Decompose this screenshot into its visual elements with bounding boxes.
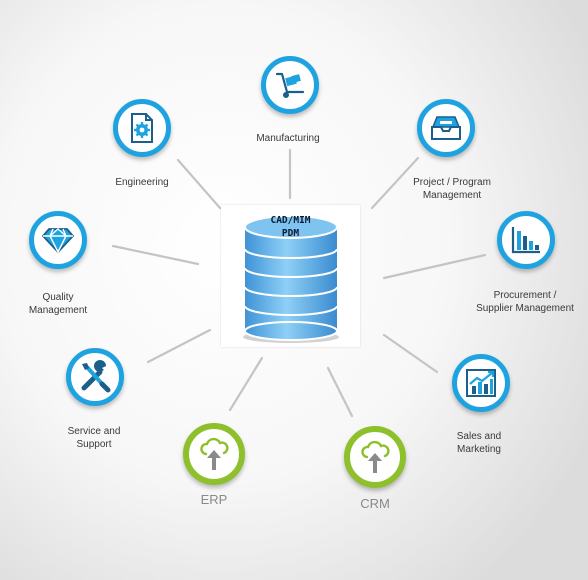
manufacturing-label: Manufacturing [256, 133, 320, 144]
procurement-label: Procurement / Supplier Management [476, 290, 574, 314]
bar-chart-icon [511, 227, 540, 254]
project-management-node[interactable] [417, 99, 475, 157]
connector-quality [111, 244, 200, 266]
service-support-label: Service and Support [67, 426, 121, 450]
connector-engineering [176, 158, 222, 210]
crm-label: CRM [360, 496, 390, 511]
gear-document-icon [131, 113, 153, 143]
crm-node[interactable] [344, 426, 406, 488]
database-label-line1: CAD/MIM [270, 215, 311, 226]
service-support-node[interactable] [66, 348, 124, 406]
quality-management-node[interactable] [29, 211, 87, 269]
connector-crm [326, 366, 354, 418]
cloud-upload-icon [200, 437, 229, 470]
trend-chart-icon [466, 369, 496, 397]
database-icon [243, 215, 339, 343]
central-database: CAD/MIM PDM [221, 205, 360, 347]
connector-procurement [382, 253, 487, 280]
erp-label: ERP [200, 492, 228, 507]
quality-management-label: Quality Management [28, 292, 88, 316]
diamond-icon [41, 228, 75, 254]
database-label-line2: PDM [281, 228, 300, 239]
connector-service [146, 328, 212, 364]
cloud-upload-icon [361, 440, 390, 473]
inbox-tray-icon [431, 116, 461, 140]
sales-marketing-node[interactable] [452, 354, 510, 412]
connector-project [370, 156, 420, 210]
manufacturing-node[interactable] [261, 56, 319, 114]
wrench-screwdriver-icon [81, 360, 111, 393]
connector-sales [382, 333, 439, 374]
engineering-label: Engineering [115, 177, 169, 188]
hand-truck-icon [275, 72, 305, 98]
engineering-node[interactable] [113, 99, 171, 157]
procurement-node[interactable] [497, 211, 555, 269]
connector-erp [228, 356, 264, 412]
sales-marketing-label: Sales and Marketing [456, 431, 502, 455]
project-management-label: Project / Program Management [413, 177, 491, 201]
erp-node[interactable] [183, 423, 245, 485]
